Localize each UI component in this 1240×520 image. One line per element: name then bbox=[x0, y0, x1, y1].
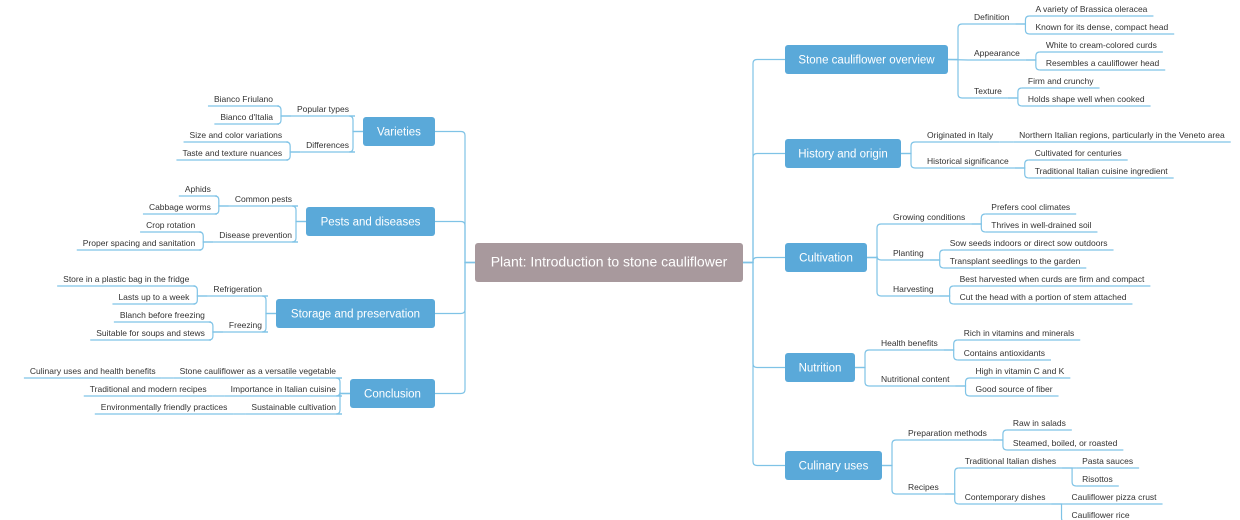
leaf-environmentally-friendly-practices: Environmentally friendly practices bbox=[101, 402, 228, 412]
leaf-crop-rotation: Crop rotation bbox=[146, 220, 195, 230]
node-common-pests: Common pests bbox=[235, 194, 292, 204]
node-differences: Differences bbox=[306, 140, 349, 150]
leaf-white-to-cream-colored-curds: White to cream-colored curds bbox=[1046, 40, 1157, 50]
branch-conclusion-box bbox=[350, 379, 435, 408]
leaf-cauliflower-pizza-crust: Cauliflower pizza crust bbox=[1072, 492, 1158, 502]
node-sustainable-cultivation: Sustainable cultivation bbox=[251, 402, 336, 412]
leaf-cultivated-for-centuries: Cultivated for centuries bbox=[1035, 148, 1122, 158]
leaf-blanch-before-freezing: Blanch before freezing bbox=[120, 310, 205, 320]
leaf-resembles-a-cauliflower-head: Resembles a cauliflower head bbox=[1046, 58, 1160, 68]
leaf-cabbage-worms: Cabbage worms bbox=[149, 202, 211, 212]
branch-pests-and-diseases-box bbox=[306, 207, 435, 236]
node-refrigeration: Refrigeration bbox=[213, 284, 262, 294]
leaf-rich-in-vitamins-and-minerals: Rich in vitamins and minerals bbox=[964, 328, 1075, 338]
branch-pests-and-diseases: Pests and diseases bbox=[321, 217, 421, 229]
leaf-prefers-cool-climates: Prefers cool climates bbox=[991, 202, 1070, 212]
leaf-good-source-of-fiber: Good source of fiber bbox=[976, 384, 1053, 394]
node-originated-in-italy: Originated in Italy bbox=[927, 130, 994, 140]
branch-history-and-origin: History and origin bbox=[798, 149, 887, 161]
leaf-size-and-color-variations: Size and color variations bbox=[190, 130, 283, 140]
branch-cultivation: Cultivation bbox=[799, 253, 853, 265]
leaf-pasta-sauces: Pasta sauces bbox=[1082, 456, 1133, 466]
leaf-thrives-in-well-drained-soil: Thrives in well-drained soil bbox=[991, 220, 1091, 230]
node-appearance: Appearance bbox=[974, 48, 1020, 58]
branch-cultivation-box bbox=[785, 243, 867, 272]
branch-storage-and-preservation: Storage and preservation bbox=[291, 309, 420, 321]
leaf-lasts-up-to-a-week: Lasts up to a week bbox=[118, 292, 190, 302]
leaf-contains-antioxidants: Contains antioxidants bbox=[964, 348, 1045, 358]
branch-stone-cauliflower-overview-box bbox=[785, 45, 948, 74]
node-freezing: Freezing bbox=[229, 320, 262, 330]
node-historical-significance: Historical significance bbox=[927, 156, 1009, 166]
leaf-aphids: Aphids bbox=[185, 184, 211, 194]
leaf-traditional-italian-cuisine-ingredient: Traditional Italian cuisine ingredient bbox=[1035, 166, 1169, 176]
leaf-best-harvested-when-curds-are-firm-and-compact: Best harvested when curds are firm and c… bbox=[960, 274, 1145, 284]
branch-culinary-uses: Culinary uses bbox=[799, 461, 869, 473]
leaf-high-in-vitamin-c-and-k: High in vitamin C and K bbox=[976, 366, 1065, 376]
node-importance-in-italian-cuisine: Importance in Italian cuisine bbox=[231, 384, 337, 394]
branch-storage-and-preservation-box bbox=[276, 299, 435, 328]
node-stone-cauliflower-as-a-versatile-vegetable: Stone cauliflower as a versatile vegetab… bbox=[180, 366, 337, 376]
node-contemporary-dishes: Contemporary dishes bbox=[965, 492, 1046, 502]
leaf-transplant-seedlings-to-the-garden: Transplant seedlings to the garden bbox=[950, 256, 1081, 266]
node-growing-conditions: Growing conditions bbox=[893, 212, 965, 222]
leaf-bianco-friulano: Bianco Friulano bbox=[214, 94, 273, 104]
branch-nutrition: Nutrition bbox=[799, 363, 842, 375]
node-preparation-methods: Preparation methods bbox=[908, 428, 987, 438]
branch-nutrition-box bbox=[785, 353, 855, 382]
leaf-cut-the-head-with-a-portion-of-stem-attached: Cut the head with a portion of stem atta… bbox=[960, 292, 1127, 302]
leaf-cauliflower-rice: Cauliflower rice bbox=[1072, 510, 1130, 520]
branch-conclusion: Conclusion bbox=[364, 389, 421, 401]
node-definition: Definition bbox=[974, 12, 1010, 22]
node-texture: Texture bbox=[974, 86, 1002, 96]
leaf-taste-and-texture-nuances: Taste and texture nuances bbox=[182, 148, 282, 158]
leaf-sow-seeds-indoors-or-direct-sow-outdoors: Sow seeds indoors or direct sow outdoors bbox=[950, 238, 1108, 248]
branch-stone-cauliflower-overview: Stone cauliflower overview bbox=[798, 55, 935, 67]
node-popular-types: Popular types bbox=[297, 104, 349, 114]
node-traditional-italian-dishes: Traditional Italian dishes bbox=[965, 456, 1056, 466]
root-topic: Plant: Introduction to stone cauliflower bbox=[491, 254, 728, 270]
branch-varieties-box bbox=[363, 117, 435, 146]
root-topic-box bbox=[475, 243, 743, 282]
leaf-risottos: Risottos bbox=[1082, 474, 1113, 484]
leaf-northern-italian-regions-particularly-in-the-veneto-area: Northern Italian regions, particularly i… bbox=[1019, 130, 1225, 140]
leaf-firm-and-crunchy: Firm and crunchy bbox=[1028, 76, 1094, 86]
node-nutritional-content: Nutritional content bbox=[881, 374, 950, 384]
leaf-holds-shape-well-when-cooked: Holds shape well when cooked bbox=[1028, 94, 1145, 104]
branch-history-and-origin-box bbox=[785, 139, 901, 168]
leaf-raw-in-salads: Raw in salads bbox=[1013, 418, 1066, 428]
branch-culinary-uses-box bbox=[785, 451, 882, 480]
branch-varieties: Varieties bbox=[377, 127, 421, 139]
leaf-store-in-a-plastic-bag-in-the-fridge: Store in a plastic bag in the fridge bbox=[63, 274, 189, 284]
leaf-bianco-d-italia: Bianco d'Italia bbox=[220, 112, 273, 122]
leaf-a-variety-of-brassica-oleracea: A variety of Brassica oleracea bbox=[1035, 4, 1147, 14]
leaf-culinary-uses-and-health-benefits: Culinary uses and health benefits bbox=[30, 366, 156, 376]
leaf-proper-spacing-and-sanitation: Proper spacing and sanitation bbox=[83, 238, 196, 248]
node-recipes: Recipes bbox=[908, 482, 939, 492]
node-health-benefits: Health benefits bbox=[881, 338, 938, 348]
leaf-suitable-for-soups-and-stews: Suitable for soups and stews bbox=[96, 328, 205, 338]
node-harvesting: Harvesting bbox=[893, 284, 934, 294]
leaf-steamed-boiled-or-roasted: Steamed, boiled, or roasted bbox=[1013, 438, 1118, 448]
node-planting: Planting bbox=[893, 248, 924, 258]
node-disease-prevention: Disease prevention bbox=[219, 230, 292, 240]
leaf-traditional-and-modern-recipes: Traditional and modern recipes bbox=[90, 384, 207, 394]
leaf-known-for-its-dense-compact-head: Known for its dense, compact head bbox=[1035, 22, 1168, 32]
